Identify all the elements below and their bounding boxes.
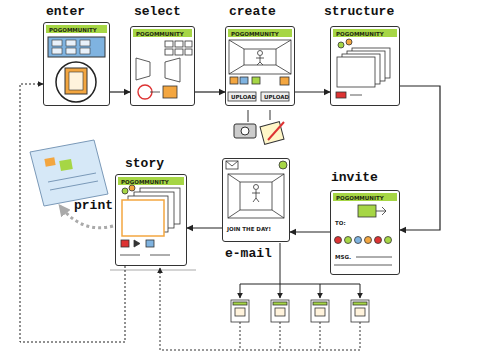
screen-text: JOIN THE DAY! (227, 227, 271, 233)
email-screen: e-mailJOIN THE DAY! (222, 158, 290, 242)
app-title: POGOMMUNITY (136, 32, 184, 38)
app-title: POGOMMUNITY (336, 32, 384, 38)
structure-sketch (336, 39, 390, 98)
printed-page (30, 140, 108, 206)
stage-heading: invite (331, 171, 378, 184)
screen-text: TO: (335, 221, 346, 227)
structure-screen: structurePOGOMMUNITY (330, 26, 400, 106)
story-sketch (120, 185, 180, 255)
stage-heading: story (125, 157, 164, 170)
select-sketch (136, 41, 192, 99)
flow-arrow (195, 91, 225, 92)
app-title: POGOMMUNITY (336, 196, 384, 202)
flow-arrow (295, 91, 330, 92)
camera-and-pen (234, 110, 284, 144)
screen-text: MSG. (335, 255, 351, 261)
stage-heading: enter (46, 5, 85, 18)
screen-text: UPLOAD (231, 95, 256, 101)
select-screen: selectPOGOMMUNITY (130, 26, 195, 106)
stage-heading: structure (324, 5, 394, 18)
enter-screen: enterPOGOMMUNITY (43, 22, 110, 106)
flow-arrow (290, 231, 330, 232)
app-title: POGOMMUNITY (49, 28, 97, 34)
flow-arrow (110, 91, 130, 92)
app-title: POGOMMUNITY (231, 32, 279, 38)
reply-dots (160, 268, 360, 350)
story-underline (110, 269, 196, 270)
app-title: POGOMMUNITY (121, 180, 169, 186)
email-sketch (226, 161, 287, 218)
stage-heading: create (229, 5, 276, 18)
flow-arrow (20, 84, 125, 342)
invite-sketch (334, 205, 392, 265)
mail-icons (231, 300, 369, 322)
invite-screen: invitePOGOMMUNITYTO:MSG. (330, 190, 400, 275)
flow-arrow (400, 86, 440, 230)
stage-heading: e-mail (225, 247, 272, 260)
create-sketch (228, 40, 291, 101)
enter-sketch (48, 37, 105, 102)
create-screen: createPOGOMMUNITYUPLOADUPLOAD (225, 26, 295, 106)
flow-arrow (187, 227, 222, 228)
stage-label: print (74, 199, 113, 212)
stage-heading: select (134, 5, 181, 18)
story-screen: storyPOGOMMUNITY (115, 174, 187, 266)
screen-text: UPLOAD (264, 95, 289, 101)
